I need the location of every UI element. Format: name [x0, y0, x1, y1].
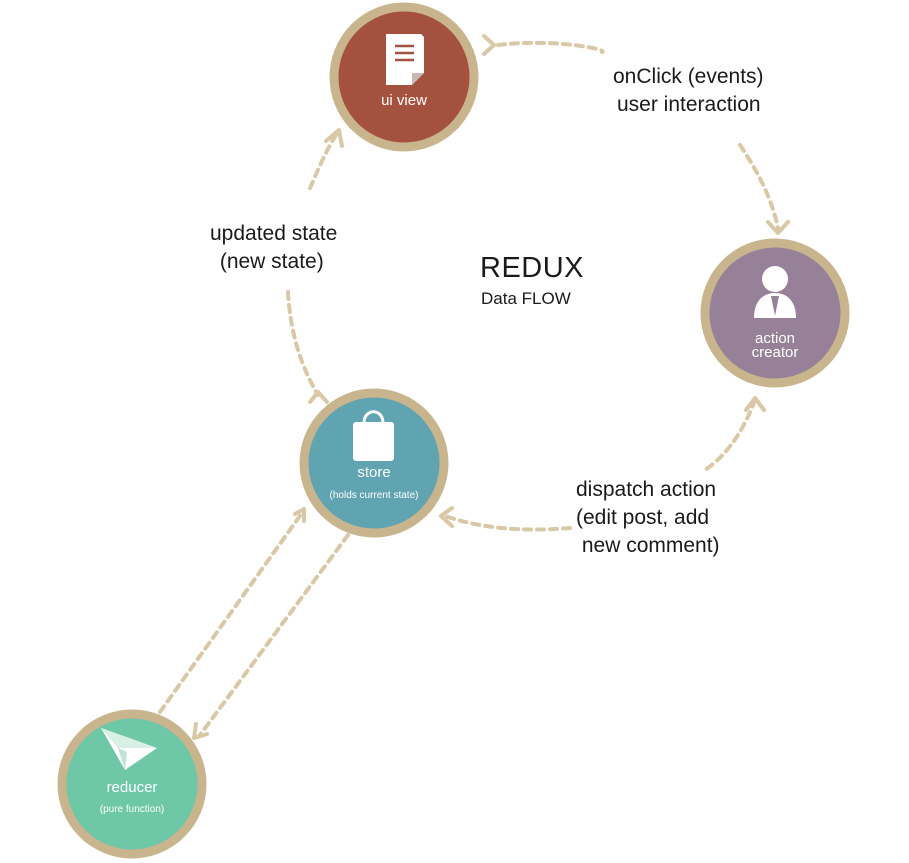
onclick-label-line2: user interaction	[617, 93, 761, 116]
action-creator-label-line2: creator	[751, 344, 799, 361]
person-icon	[754, 266, 796, 318]
flow-store-to-ui-view	[286, 290, 320, 397]
paper-plane-icon	[101, 728, 157, 770]
store-node	[299, 388, 449, 538]
arrowhead-from-store-up	[308, 390, 329, 404]
ui-view-label: ui view	[381, 92, 427, 109]
flow-store-to-reducer	[198, 533, 350, 737]
flow-ui-to-action-creator	[496, 40, 605, 54]
reducer-sublabel: (pure function)	[99, 804, 165, 815]
onclick-label-line1: onClick (events)	[613, 65, 764, 88]
shopping-bag-icon	[353, 410, 394, 461]
updated-state-label-line2: (new state)	[214, 250, 324, 273]
arrowhead-into-store	[293, 507, 306, 523]
store-label: store	[357, 464, 391, 481]
action-creator-node	[700, 238, 850, 388]
dispatch-label-line3: new comment)	[576, 534, 720, 557]
reducer-circle	[62, 714, 202, 854]
arrowhead-to-store	[439, 506, 454, 528]
dispatch-label-line1: dispatch action	[576, 478, 717, 501]
flow-action-creator-to-store	[703, 398, 757, 472]
dispatch-label-line2: (edit post, add	[576, 506, 710, 529]
flow-reducer-to-store	[158, 511, 304, 714]
reducer-label: reducer	[106, 779, 158, 796]
document-icon	[386, 34, 424, 85]
updated-state-label-line1: updated state	[210, 222, 338, 245]
diagram-subtitle: Data FLOW	[481, 289, 571, 308]
flow-updated-state-to-ui-view	[308, 130, 340, 190]
arrowhead-to-ui-view	[324, 128, 344, 148]
flow-dispatch-to-store	[443, 514, 572, 532]
arrowhead-to-action-creator	[766, 220, 790, 235]
diagram-title: REDUX	[480, 252, 585, 284]
reducer-node	[57, 709, 207, 859]
store-circle	[304, 393, 444, 533]
arrowhead-into-reducer	[192, 722, 209, 740]
store-sublabel: (holds current state)	[329, 490, 419, 501]
action-creator-label-line1: action	[754, 330, 796, 347]
flow-ui-to-action-creator-2	[738, 143, 780, 230]
arrowhead-from-action-creator	[744, 396, 766, 412]
arrowhead-to-ui-view-right	[482, 34, 496, 56]
ui-view-node	[329, 2, 479, 152]
